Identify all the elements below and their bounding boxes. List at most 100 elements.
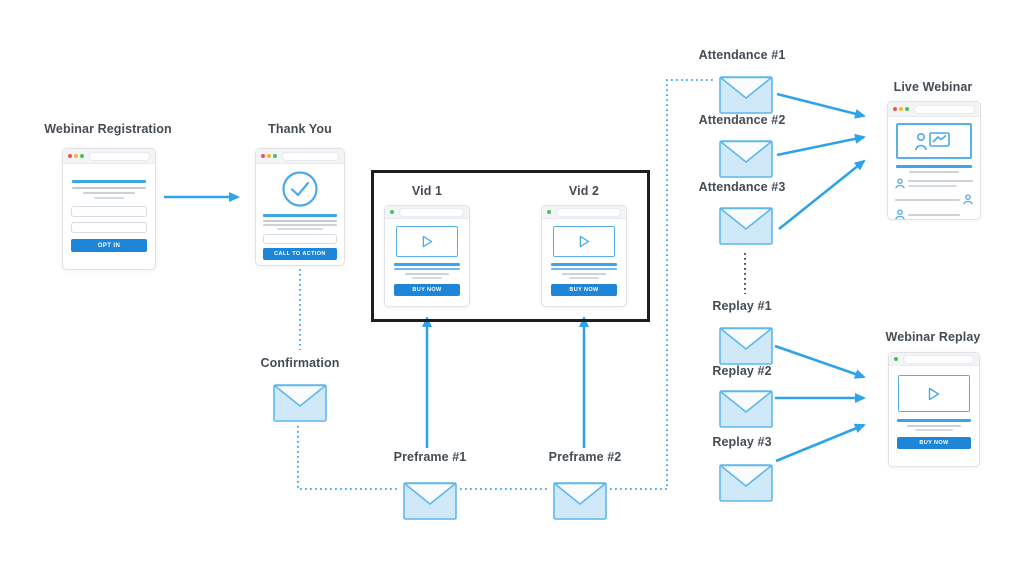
live-webinar-page-mockup (887, 101, 981, 220)
red-dot-icon (893, 107, 897, 111)
green-dot-icon (905, 107, 909, 111)
attendance1-envelope-icon (719, 76, 773, 114)
text-line (562, 272, 606, 275)
page-body (888, 117, 980, 220)
text-line (394, 267, 460, 270)
yellow-dot-icon (74, 154, 78, 158)
text-line (896, 165, 972, 168)
red-dot-icon (68, 154, 72, 158)
browser-header (385, 206, 469, 219)
vid2-label: Vid 2 (568, 184, 600, 198)
person-icon (895, 209, 905, 220)
text-line (551, 263, 617, 266)
arrow-attendance3-to-livewebinar (778, 159, 866, 231)
browser-header (63, 149, 155, 164)
text-line (263, 220, 337, 222)
page-body: BUY NOW (889, 366, 979, 449)
vid1-page-mockup: BUY NOW (384, 205, 470, 307)
browser-header (542, 206, 626, 219)
video-player (553, 226, 615, 257)
text-line (908, 185, 957, 187)
url-bar (282, 151, 339, 161)
text-line (263, 224, 337, 226)
page-body: BUY NOW (385, 219, 469, 296)
webinar-replay-label: Webinar Replay (885, 330, 981, 344)
attendance1-label: Attendance #1 (698, 48, 786, 62)
play-icon (579, 235, 589, 248)
green-dot-icon (547, 210, 551, 214)
yellow-dot-icon (899, 107, 903, 111)
attendance2-envelope-icon (719, 140, 773, 178)
form-field (71, 206, 147, 217)
attendance2-label: Attendance #2 (698, 113, 786, 127)
red-dot-icon (261, 154, 265, 158)
text-line (72, 187, 146, 189)
dotted-confirmation-to-preframe1 (297, 426, 400, 490)
url-bar (903, 354, 974, 364)
chat-lines (895, 198, 960, 201)
text-line (897, 419, 971, 422)
green-dot-icon (390, 210, 394, 214)
form-field (71, 222, 147, 233)
thank-you-label: Thank You (268, 122, 332, 136)
attendance3-envelope-icon (719, 207, 773, 245)
vid1-label: Vid 1 (411, 184, 443, 198)
browser-header (889, 353, 979, 366)
url-bar (556, 207, 621, 217)
text-line (277, 228, 323, 230)
attendee-row (895, 194, 973, 205)
url-bar (89, 151, 150, 161)
preframe2-envelope-icon (553, 482, 607, 520)
attendee-row (895, 178, 973, 189)
webinar-replay-page-mockup: BUY NOW (888, 352, 980, 467)
replay1-label: Replay #1 (712, 299, 772, 313)
call-to-action-button: CALL TO ACTION (263, 248, 337, 260)
registration-page-mockup: OPT IN (62, 148, 156, 270)
green-dot-icon (80, 154, 84, 158)
green-dot-icon (273, 154, 277, 158)
preframe1-label: Preframe #1 (393, 450, 467, 464)
buy-now-button: BUY NOW (897, 437, 971, 449)
arrow-replay3-to-webinarreplay (775, 423, 866, 463)
buy-now-button: BUY NOW (551, 283, 617, 296)
text-line (394, 263, 460, 266)
person-icon (963, 194, 973, 205)
confirmation-envelope-icon (273, 384, 327, 422)
replay2-label: Replay #2 (712, 364, 772, 378)
play-icon (928, 387, 940, 400)
opt-in-button: OPT IN (71, 239, 147, 252)
arrow-replay1-to-webinarreplay (774, 344, 866, 379)
confirmation-label: Confirmation (260, 356, 340, 370)
text-line (94, 197, 124, 199)
video-player (396, 226, 458, 257)
video-player (898, 375, 970, 412)
webinar-screen (896, 123, 972, 159)
browser-header (256, 149, 344, 164)
text-line (263, 214, 337, 217)
text-line (405, 272, 449, 275)
text-line (72, 180, 146, 183)
yellow-dot-icon (267, 154, 271, 158)
text-line (83, 192, 135, 194)
dotted-preframe2-to-attendance1 (610, 79, 714, 490)
arrow-attendance2-to-livewebinar (776, 133, 866, 157)
page-body: CALL TO ACTION (256, 164, 344, 260)
text-line (895, 198, 960, 201)
text-line (412, 276, 442, 279)
browser-header (888, 102, 980, 117)
url-bar (914, 104, 975, 114)
text-line (569, 276, 599, 279)
chat-lines (908, 180, 973, 187)
video-pages-group-box (371, 170, 650, 322)
replay1-envelope-icon (719, 327, 773, 365)
text-line (551, 267, 617, 270)
text-line (907, 425, 961, 427)
page-body: BUY NOW (542, 219, 626, 296)
vid2-page-mockup: BUY NOW (541, 205, 627, 307)
text-line (909, 171, 959, 173)
replay3-label: Replay #3 (712, 435, 772, 449)
checkmark-icon (282, 171, 318, 207)
form-field (263, 234, 337, 244)
